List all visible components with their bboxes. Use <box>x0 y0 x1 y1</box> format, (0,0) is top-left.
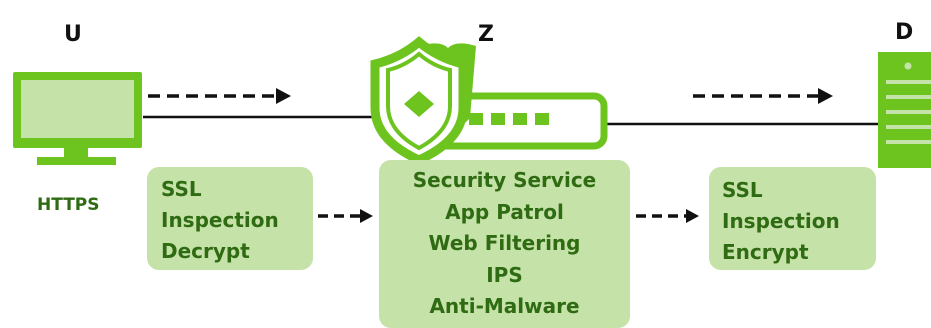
monitor-icon <box>13 72 142 165</box>
box-line: IPS <box>486 262 523 287</box>
box-line: SSL <box>161 177 202 201</box>
destination-label: D <box>895 20 914 45</box>
ssl-inspection-encrypt-box: SSL Inspection Encrypt <box>709 167 876 270</box>
dashed-arrow-mid-left <box>318 209 373 223</box>
box-line: App Patrol <box>445 199 564 224</box>
security-services-box: Security Service App Patrol Web Filterin… <box>379 160 630 328</box>
box-line: SSL <box>722 178 763 202</box>
box-line: Web Filtering <box>428 231 581 255</box>
user-label: U <box>64 22 82 47</box>
box-line: Inspection <box>722 209 840 233</box>
dashed-arrow-top-left <box>148 88 291 104</box>
server-icon <box>878 52 931 168</box>
dashed-arrow-top-right <box>693 88 833 104</box>
zyxel-label: Z <box>478 22 494 47</box>
ssl-inspection-decrypt-box: SSL Inspection Decrypt <box>147 167 313 270</box>
box-line: Security Service <box>412 168 597 192</box>
box-line: Anti-Malware <box>429 294 580 318</box>
shield-icon <box>370 36 468 165</box>
https-label: HTTPS <box>37 195 100 215</box>
box-line: Encrypt <box>722 240 809 264</box>
box-line: Inspection <box>161 208 279 232</box>
dashed-arrow-mid-right <box>636 209 699 223</box>
box-line: Decrypt <box>161 239 250 263</box>
